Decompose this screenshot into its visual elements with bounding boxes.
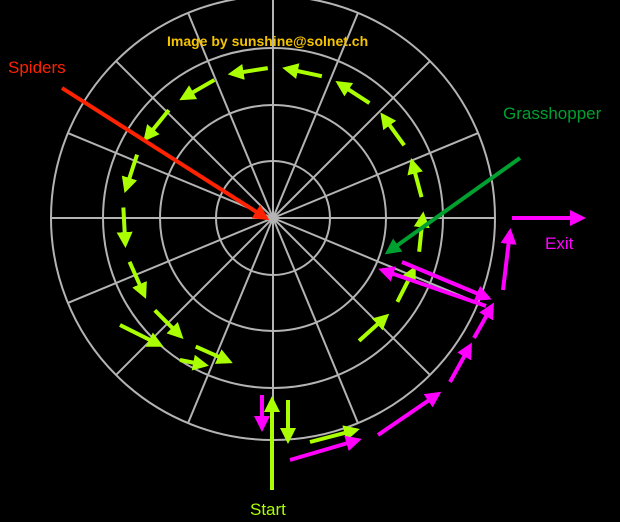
exit-path-arrow — [472, 302, 494, 339]
path-arrow — [153, 308, 184, 340]
spiders-label: Spiders — [8, 58, 66, 77]
exit-path-arrow — [289, 435, 362, 462]
web-spoke — [115, 60, 274, 219]
path-arrow — [227, 64, 269, 80]
web-spoke — [272, 60, 431, 219]
grasshopper-arrow — [384, 156, 522, 255]
path-arrow — [127, 261, 147, 299]
web-spoke — [67, 217, 274, 304]
grasshopper-label: Grasshopper — [503, 104, 602, 123]
exit-path-arrow — [448, 342, 472, 383]
exit-label: Exit — [545, 234, 574, 253]
path-arrow — [116, 207, 133, 249]
image-credit: Image by sunshine@solnet.ch — [167, 33, 369, 49]
web-spoke — [187, 12, 274, 219]
web-spoke — [272, 12, 359, 219]
path-arrow — [179, 354, 209, 371]
exit-path-arrow — [376, 391, 442, 437]
path-arrow — [143, 108, 171, 142]
exit-path-arrow — [500, 228, 517, 291]
path-arrow — [179, 78, 216, 101]
path-arrow — [395, 265, 416, 303]
path-arrow — [121, 153, 139, 194]
exit-path-arrow — [401, 260, 492, 301]
path-arrow — [119, 323, 164, 347]
path-arrow — [335, 81, 371, 105]
web-spoke — [67, 132, 274, 219]
path-arrow — [282, 63, 323, 79]
exit-path-arrow — [378, 266, 487, 308]
path-arrow — [413, 211, 430, 252]
spiders-arrow — [60, 86, 270, 221]
web-spoke — [115, 217, 274, 376]
start-label: Start — [250, 500, 286, 519]
web-spoke — [272, 217, 431, 376]
path-arrow — [309, 425, 360, 444]
path-arrow — [357, 313, 390, 343]
web-spoke — [272, 132, 479, 219]
web-spoke — [272, 217, 359, 424]
path-arrow — [194, 344, 233, 364]
web-spoke — [272, 217, 479, 304]
path-arrow — [380, 112, 406, 147]
path-arrow — [407, 157, 424, 198]
web-spoke — [187, 217, 274, 424]
